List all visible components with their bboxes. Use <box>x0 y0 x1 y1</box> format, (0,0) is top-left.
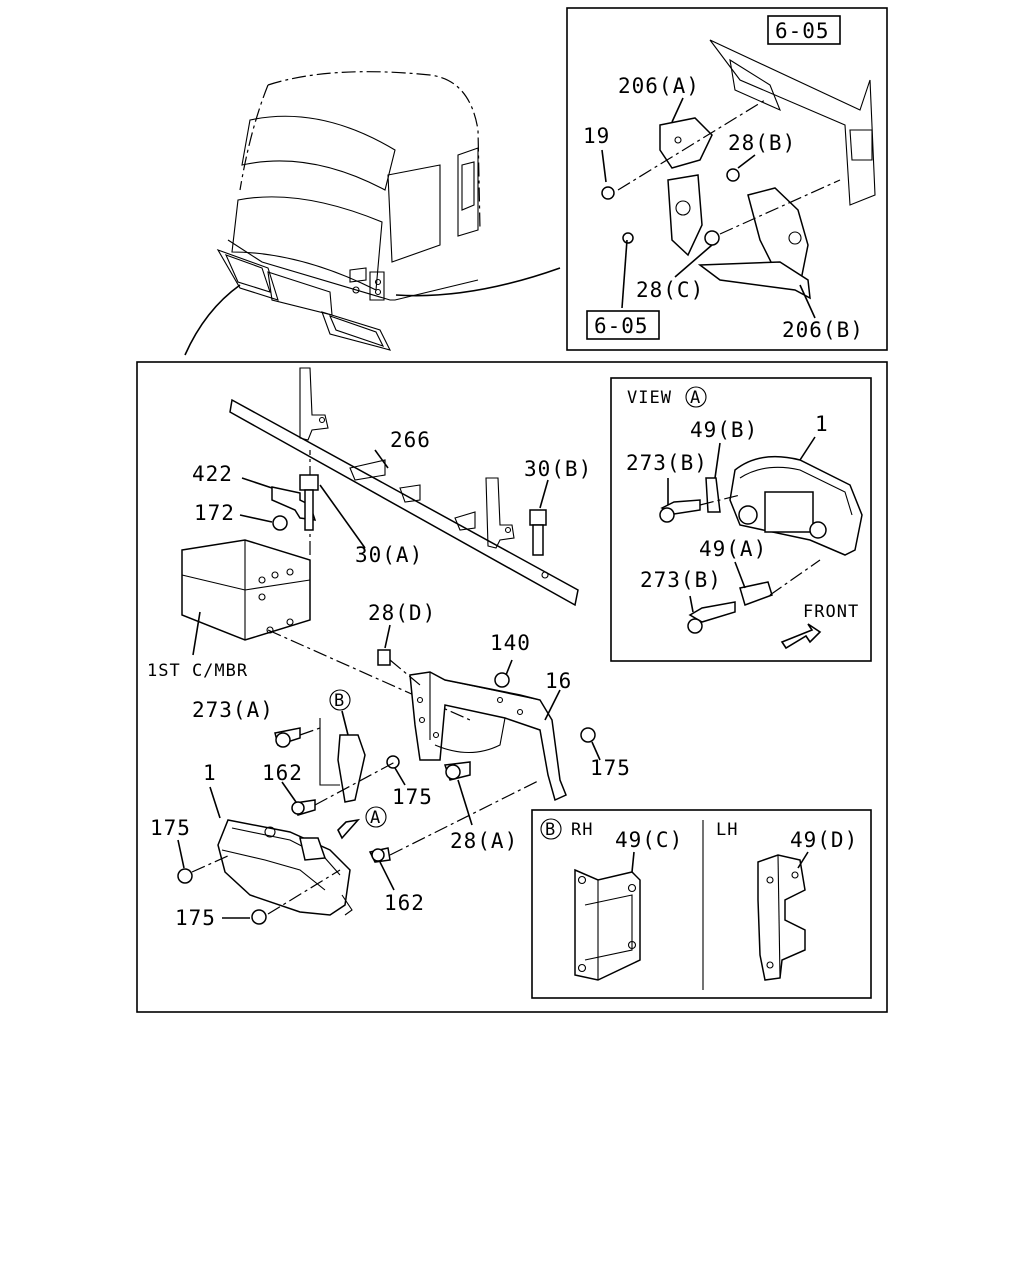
label-206a: 206(A) <box>618 74 700 98</box>
rh-circle-letter: B <box>545 820 556 840</box>
label-175-middle: 175 <box>392 785 433 809</box>
headlamp-1 <box>209 786 353 916</box>
label-19: 19 <box>583 124 610 148</box>
label-16: 16 <box>545 669 572 693</box>
rh-label: RH <box>571 820 593 840</box>
label-1-view: 1 <box>815 412 829 436</box>
view-a-circle-letter: A <box>690 388 701 408</box>
view-a-circle-marker <box>685 386 707 408</box>
label-28b: 28(B) <box>728 131 796 155</box>
label-175-bottom: 175 <box>175 906 216 930</box>
view-a-title: VIEW <box>627 388 672 408</box>
cab-illustration <box>184 71 561 356</box>
label-273b-lower: 273(B) <box>640 568 722 592</box>
label-206b: 206(B) <box>782 318 864 342</box>
bracket-16 <box>377 624 601 802</box>
label-175-right: 175 <box>590 756 631 780</box>
label-28c: 28(C) <box>636 278 704 302</box>
ref-box-bottom: 6-05 <box>586 310 660 340</box>
rh-lh-box <box>531 809 872 999</box>
label-1: 1 <box>203 761 217 785</box>
ref-box-top: 6-05 <box>767 15 841 45</box>
ref-label-bottom: 6-05 <box>594 314 649 338</box>
label-172: 172 <box>194 501 235 525</box>
label-266: 266 <box>390 428 431 452</box>
inset-parts <box>601 39 876 319</box>
bracket-49d <box>757 851 809 981</box>
main-assembly-box <box>136 361 888 1013</box>
bracket-49c <box>574 851 641 981</box>
circle-b-letter: B <box>334 691 345 711</box>
inset-bracket-box <box>566 7 888 351</box>
circle-a-letter: A <box>370 808 381 828</box>
label-175-left: 175 <box>150 816 191 840</box>
label-422: 422 <box>192 462 233 486</box>
circle-a-marker <box>365 806 387 828</box>
bracket-b: B <box>319 689 366 803</box>
front-label: FRONT <box>803 602 859 622</box>
label-1st-cmbr: 1ST C/MBR <box>147 661 248 681</box>
ref-label-top: 6-05 <box>775 19 830 43</box>
circle-b-marker <box>329 689 351 711</box>
rh-circle-marker <box>540 818 562 840</box>
label-273b-upper: 273(B) <box>626 451 708 475</box>
view-a-box <box>610 377 872 662</box>
label-30b: 30(B) <box>524 457 592 481</box>
frame-rail-266 <box>229 367 579 607</box>
label-49d: 49(D) <box>790 828 858 852</box>
view-a-parts <box>659 436 863 650</box>
fasteners-lower: A <box>177 727 541 925</box>
bolts-upper <box>239 449 549 556</box>
label-30a: 30(A) <box>355 543 423 567</box>
label-140: 140 <box>490 631 531 655</box>
label-49a: 49(A) <box>699 537 767 561</box>
label-49c: 49(C) <box>615 828 683 852</box>
label-162-upper: 162 <box>262 761 303 785</box>
lh-label: LH <box>716 820 738 840</box>
label-273a: 273(A) <box>192 698 274 722</box>
label-162-lower: 162 <box>384 891 425 915</box>
label-28d: 28(D) <box>368 601 436 625</box>
label-49b: 49(B) <box>690 418 758 442</box>
label-28a: 28(A) <box>450 829 518 853</box>
